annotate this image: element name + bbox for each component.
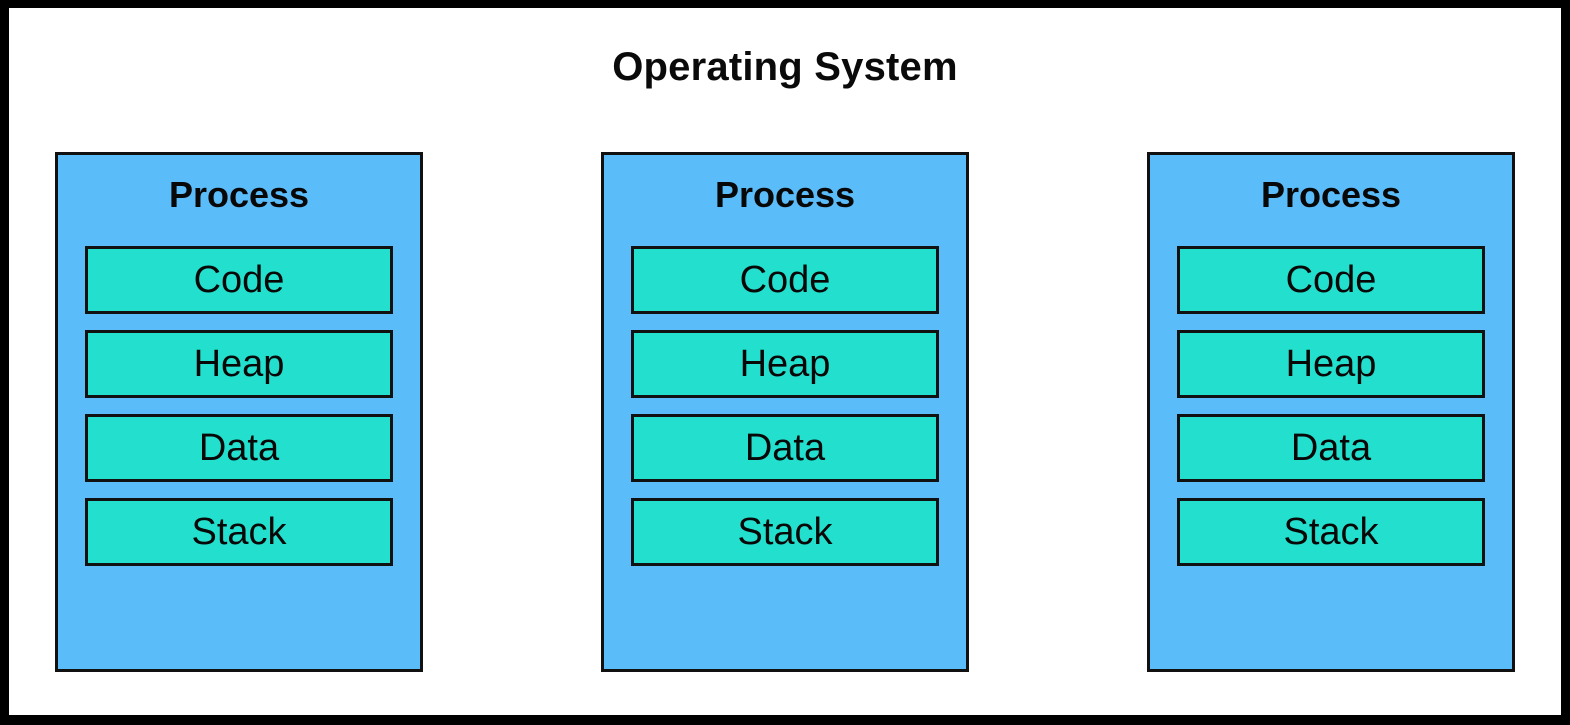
segment-heap[interactable]: Heap bbox=[631, 329, 939, 398]
process-title: Process bbox=[168, 174, 310, 215]
segment-stack[interactable]: Stack bbox=[1177, 497, 1485, 566]
process-title: Process bbox=[1260, 174, 1402, 215]
segment-code[interactable]: Code bbox=[631, 245, 939, 314]
segment-code[interactable]: Code bbox=[1177, 245, 1485, 314]
memory-segment-list: Code Heap Data Stack bbox=[85, 245, 393, 566]
segment-data[interactable]: Data bbox=[1177, 413, 1485, 482]
segment-stack[interactable]: Stack bbox=[631, 497, 939, 566]
segment-stack[interactable]: Stack bbox=[85, 497, 393, 566]
process-row: Process Code Heap Data Stack Process Cod… bbox=[55, 152, 1515, 672]
segment-heap[interactable]: Heap bbox=[85, 329, 393, 398]
process-box-1[interactable]: Process Code Heap Data Stack bbox=[55, 152, 423, 672]
process-title: Process bbox=[714, 174, 856, 215]
segment-heap[interactable]: Heap bbox=[1177, 329, 1485, 398]
process-box-2[interactable]: Process Code Heap Data Stack bbox=[601, 152, 969, 672]
memory-segment-list: Code Heap Data Stack bbox=[631, 245, 939, 566]
memory-segment-list: Code Heap Data Stack bbox=[1177, 245, 1485, 566]
segment-code[interactable]: Code bbox=[85, 245, 393, 314]
page-title: Operating System bbox=[612, 45, 958, 89]
process-box-3[interactable]: Process Code Heap Data Stack bbox=[1147, 152, 1515, 672]
segment-data[interactable]: Data bbox=[85, 413, 393, 482]
operating-system-container: Operating System Process Code Heap Data … bbox=[9, 8, 1561, 715]
segment-data[interactable]: Data bbox=[631, 413, 939, 482]
